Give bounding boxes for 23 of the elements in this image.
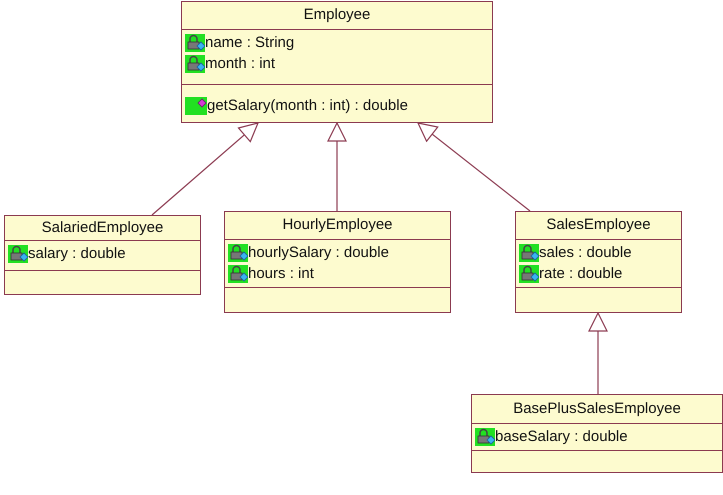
inheritance-arrow	[327, 122, 347, 211]
class-name: SalesEmployee	[546, 215, 651, 236]
attribute-text: hours : int	[248, 264, 314, 282]
class-name: BasePlusSalesEmployee	[513, 398, 681, 419]
class-box	[4, 215, 201, 295]
class-name: HourlyEmployee	[282, 215, 393, 236]
attribute-text: name : String	[205, 34, 294, 52]
attribute-text: sales : double	[539, 244, 632, 262]
inheritance-arrow	[588, 312, 608, 394]
attribute-text: month : int	[205, 54, 276, 72]
inheritance-arrow	[152, 122, 259, 216]
class-box	[471, 394, 723, 473]
class-box	[181, 1, 493, 123]
inheritance-arrow	[417, 122, 530, 212]
class-box	[224, 211, 451, 313]
class-name: SalariedEmployee	[42, 218, 164, 238]
attribute-text: salary : double	[28, 244, 126, 262]
attribute-text: hourlySalary : double	[248, 244, 389, 262]
attribute-text: baseSalary : double	[495, 428, 628, 446]
class-box	[515, 211, 682, 313]
attribute-text: rate : double	[539, 264, 622, 282]
class-name: Employee	[304, 5, 370, 26]
operation-text: getSalary(month : int) : double	[207, 96, 408, 114]
